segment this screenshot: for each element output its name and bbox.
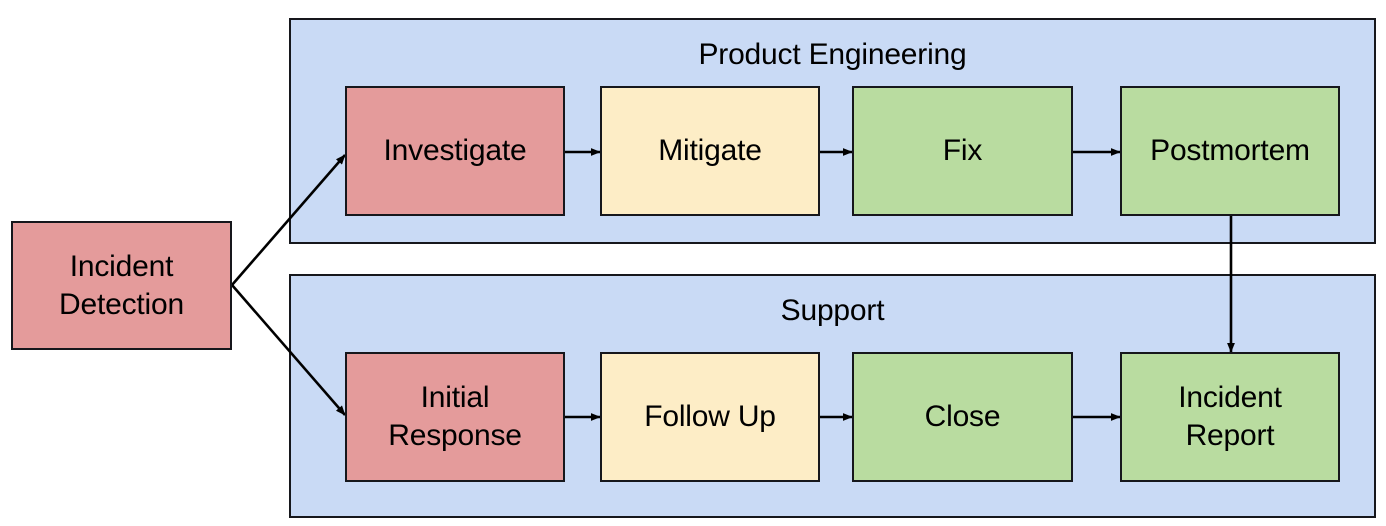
- node-label-close: Close: [924, 400, 1001, 433]
- node-label-line: Incident: [1178, 381, 1282, 414]
- node-label-line: Initial: [420, 381, 490, 414]
- node-postmortem[interactable]: Postmortem: [1120, 86, 1340, 216]
- node-close[interactable]: Close: [852, 352, 1073, 482]
- node-fix[interactable]: Fix: [852, 86, 1073, 216]
- swimlane-title-support: Support: [780, 294, 885, 327]
- node-label-line: Incident: [69, 249, 174, 283]
- node-label-line: Response: [388, 419, 522, 452]
- swimlane-title-product-engineering: Product Engineering: [698, 38, 967, 71]
- node-mitigate[interactable]: Mitigate: [600, 86, 820, 216]
- node-investigate[interactable]: Investigate: [345, 86, 565, 216]
- node-label-follow-up: Follow Up: [644, 400, 776, 433]
- node-label-fix: Fix: [942, 134, 983, 167]
- node-label-mitigate: Mitigate: [658, 134, 762, 167]
- node-follow-up[interactable]: Follow Up: [600, 352, 820, 482]
- node-label-postmortem: Postmortem: [1150, 134, 1310, 167]
- node-label-investigate: Investigate: [383, 134, 527, 167]
- node-label-line: Detection: [59, 287, 184, 321]
- node-label-line: Report: [1185, 419, 1275, 452]
